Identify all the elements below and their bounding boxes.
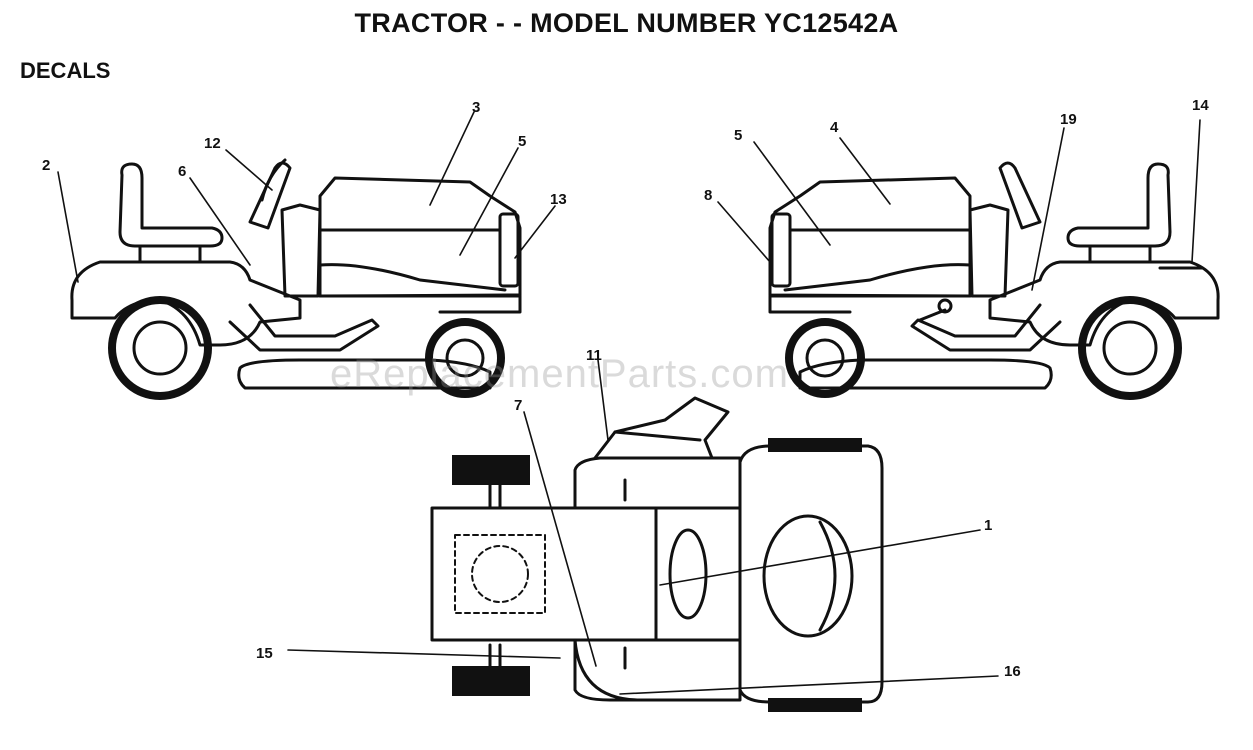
callout-2: 2 [42,157,50,174]
callout-19: 19 [1060,111,1077,128]
callout-14: 14 [1192,97,1209,114]
callout-labels: 2 6 12 3 5 13 5 4 8 19 14 11 7 1 15 16 [42,97,1209,680]
callout-5-right: 5 [734,127,742,144]
callout-4: 4 [830,119,839,136]
callout-6: 6 [178,163,186,180]
callout-8: 8 [704,187,712,204]
page-title: TRACTOR - - MODEL NUMBER YC12542A [354,8,899,38]
right-side-tractor [768,161,1220,400]
section-heading: DECALS [20,58,111,83]
callout-11: 11 [586,347,602,364]
callout-15: 15 [256,645,273,662]
callout-12: 13 [550,191,567,208]
callout-1: 1 [984,517,992,534]
left-side-tractor [70,158,522,400]
callout-13: 12 [204,135,221,152]
watermark: eReplacementParts.com [330,352,789,396]
callout-3: 3 [472,99,480,116]
leader-lines [57,111,1201,695]
callout-5-left: 5 [518,133,526,150]
top-view-tractor [430,396,884,712]
callout-7: 7 [514,397,522,414]
callout-16: 16 [1004,663,1021,680]
